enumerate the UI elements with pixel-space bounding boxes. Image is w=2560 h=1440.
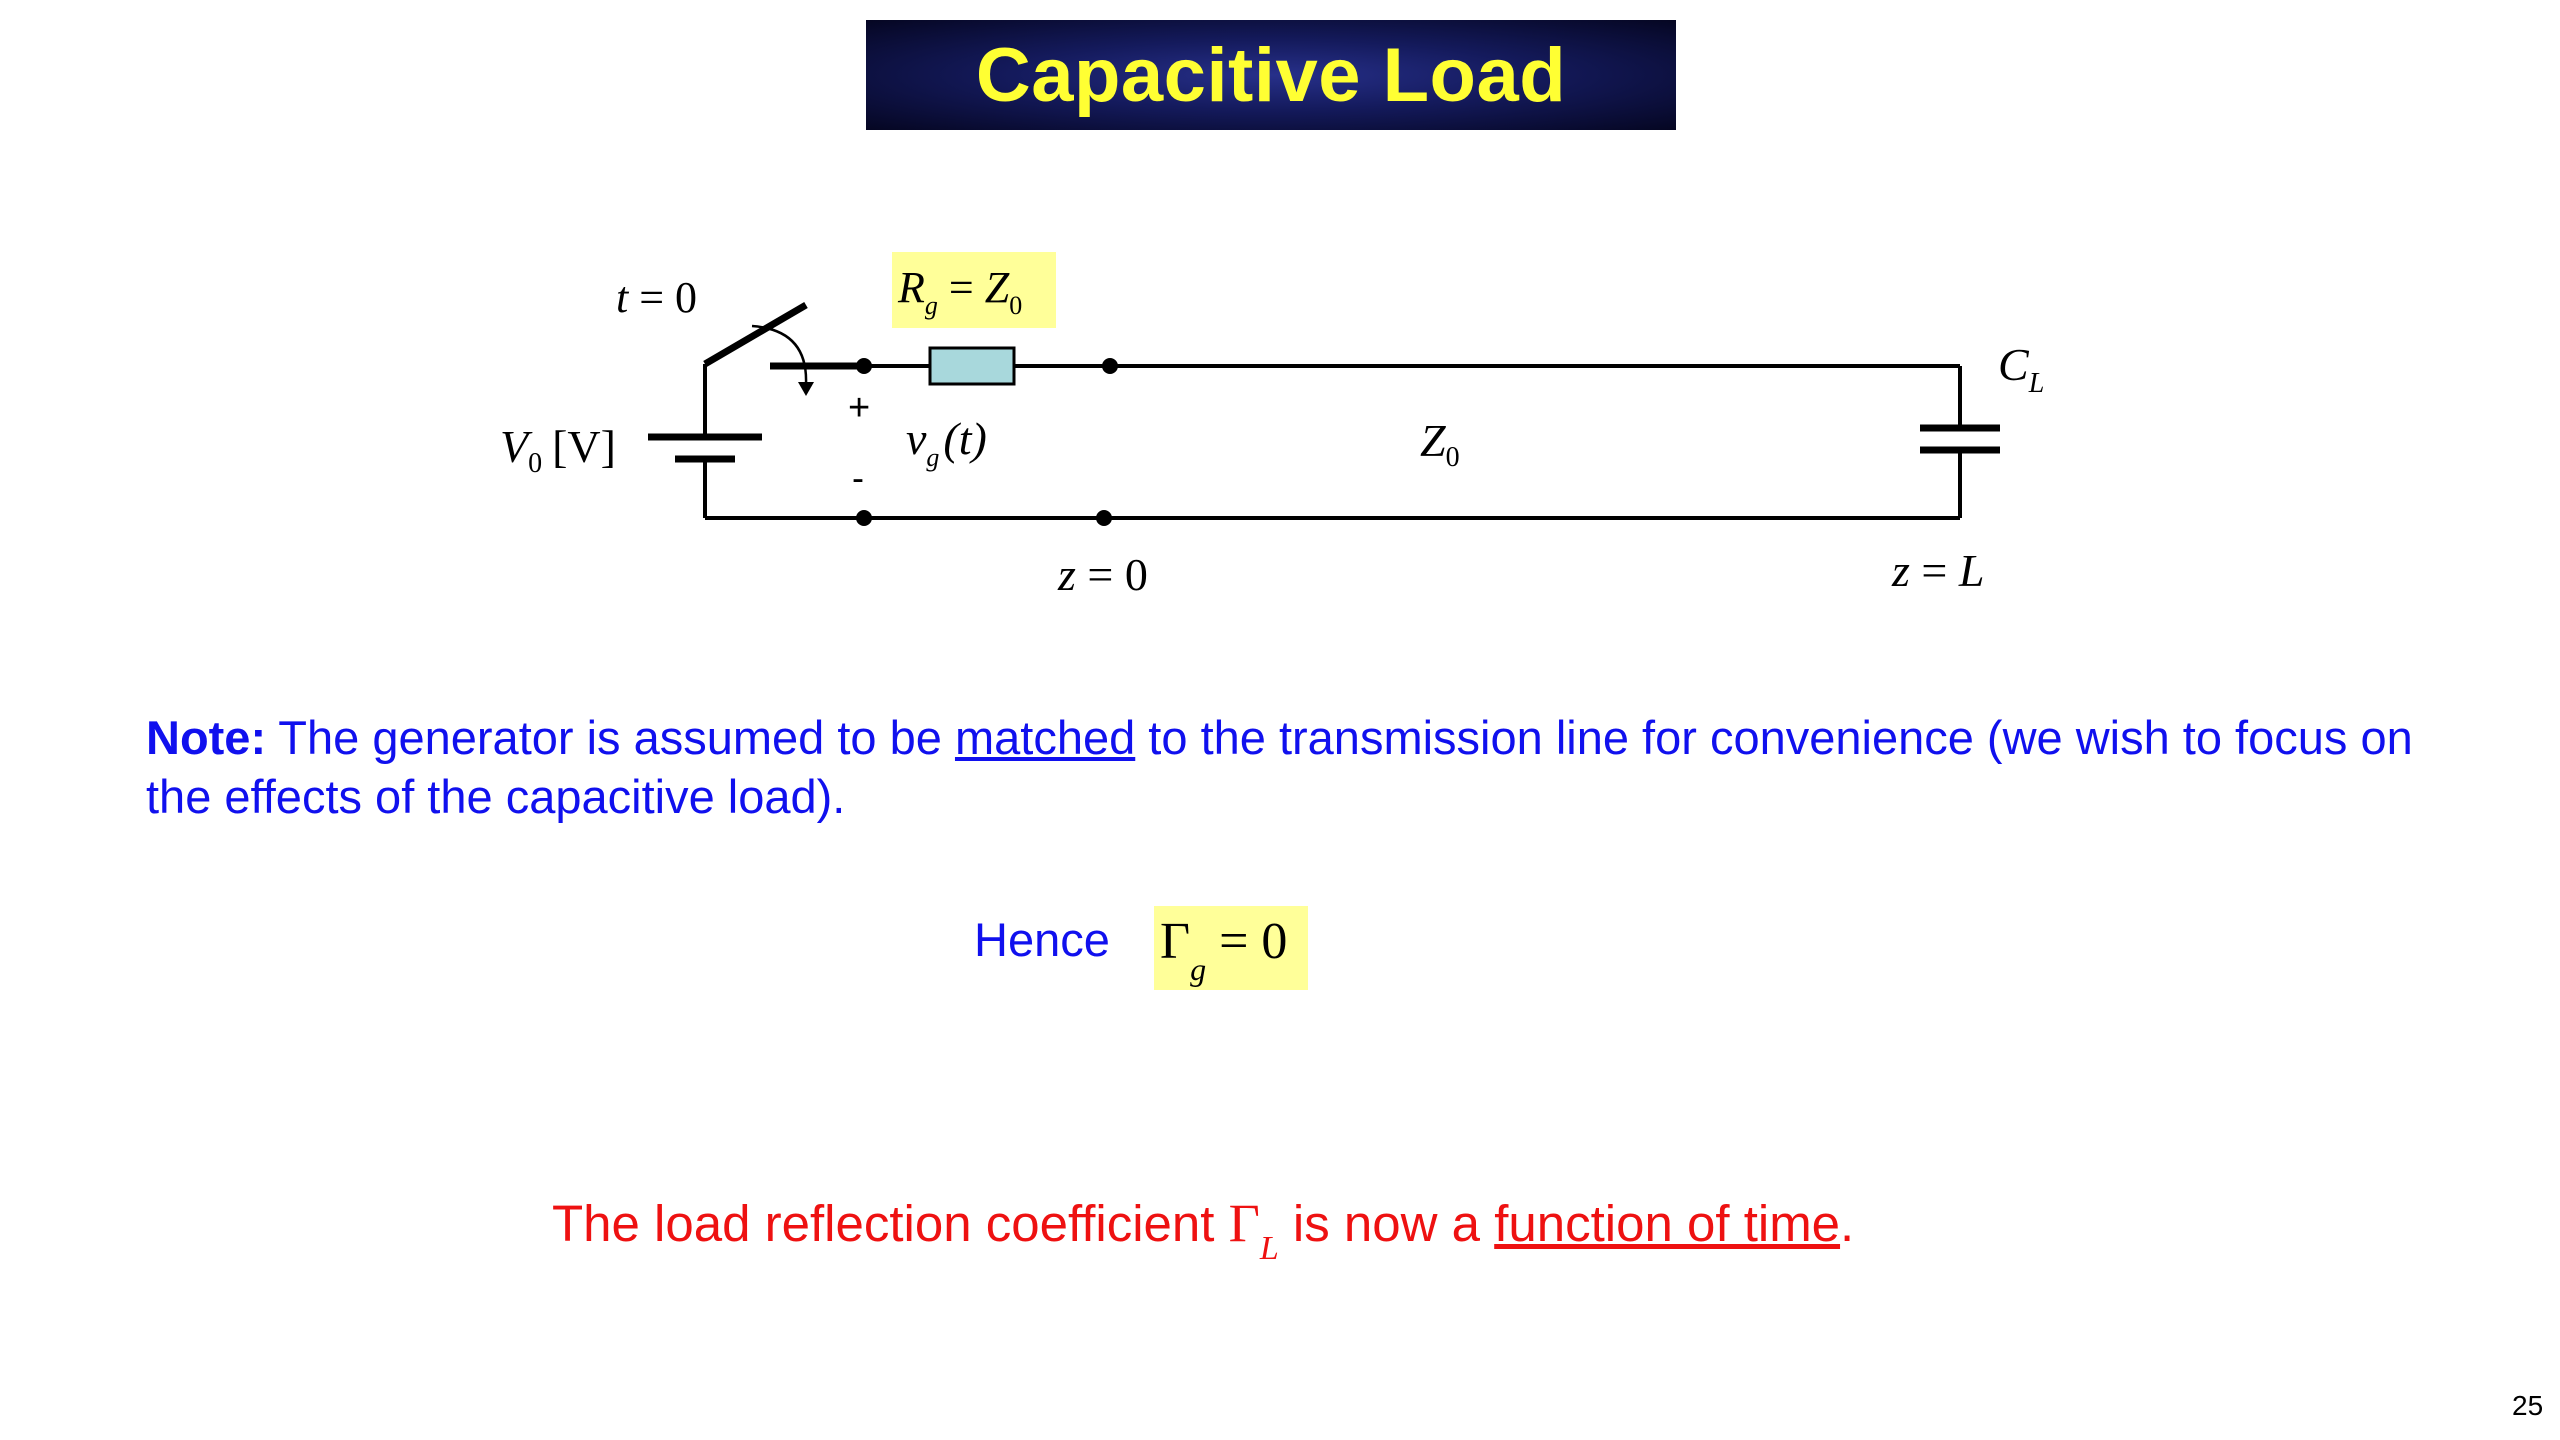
gamma-g-equation: Γg = 0	[1160, 912, 1288, 987]
note-label: Note:	[146, 711, 267, 764]
gamma-g-highlight	[1154, 906, 1308, 990]
node-line-top	[1102, 358, 1118, 374]
node-gen-bottom	[856, 510, 872, 526]
rg-label: Rg = Z0	[897, 263, 1022, 320]
gamma-L-subscript: L	[1259, 1230, 1279, 1267]
page-number: 25	[2512, 1390, 2544, 1421]
node-line-bottom	[1096, 510, 1112, 526]
plus-sign: +	[848, 387, 870, 429]
conclusion-underlined: function of time	[1494, 1195, 1841, 1252]
note-paragraph: Note: The generator is assumed to be mat…	[146, 708, 2446, 826]
switch-arrow	[751, 324, 808, 385]
conclusion-after: .	[1840, 1195, 1855, 1252]
note-text-after: to the transmission line for convenience…	[146, 711, 2413, 823]
gamma-L-symbol: Γ	[1228, 1193, 1260, 1253]
title-bar: Capacitive Load	[866, 20, 1676, 130]
switch-arrowhead	[798, 382, 814, 396]
conclusion-before: The load reflection coefficient	[552, 1195, 1229, 1252]
note-text-before: The generator is assumed to be	[266, 711, 955, 764]
conclusion-text: The load reflection coefficient ΓL is no…	[552, 1192, 1855, 1267]
load-capacitance-label: CL	[1998, 339, 2044, 399]
slide-title: Capacitive Load	[975, 32, 1567, 118]
note-matched: matched	[954, 711, 1136, 764]
rg-highlight	[892, 252, 1056, 328]
hence-label: Hence	[974, 913, 1110, 966]
source-voltage-label: V0[V]	[500, 421, 616, 479]
gamma-g-subscript: g	[1190, 951, 1207, 987]
line-impedance-label: Z0	[1420, 415, 1460, 473]
gamma-g-symbol: Γ	[1160, 913, 1191, 970]
resistor	[928, 346, 1016, 386]
vg-label: vg(t)	[906, 413, 987, 472]
switch-blade	[703, 301, 808, 368]
z0-label: z = 0	[1057, 549, 1148, 600]
conclusion-middle: is now a	[1278, 1195, 1495, 1252]
minus-sign: -	[852, 457, 864, 498]
switch-time-label: t = 0	[616, 273, 697, 322]
gamma-g-value: = 0	[1206, 913, 1288, 970]
zL-label: z = L	[1891, 545, 1984, 596]
node-gen-top	[856, 358, 872, 374]
